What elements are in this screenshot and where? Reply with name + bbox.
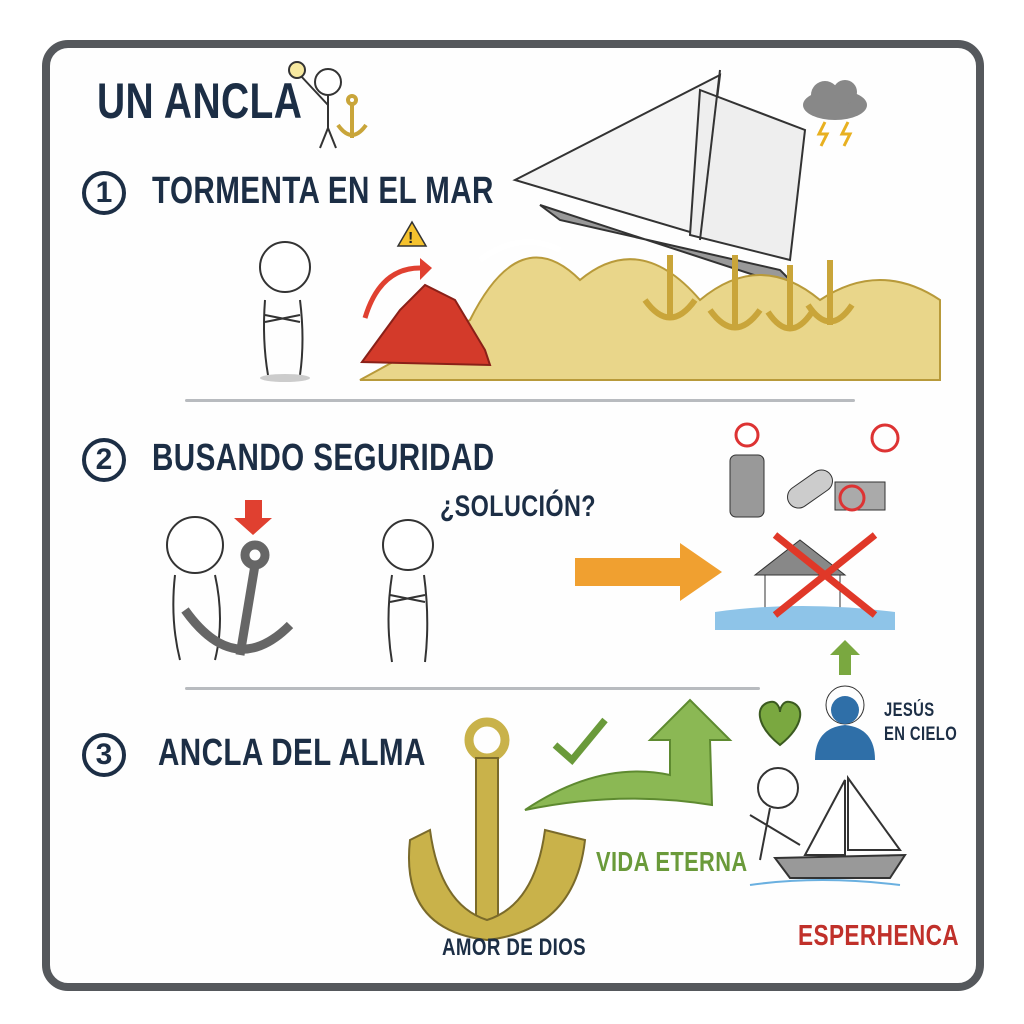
red-curved-arrow-icon bbox=[362, 265, 421, 319]
bottle-icon bbox=[729, 422, 765, 518]
page-title: UN ANCLA bbox=[97, 73, 303, 129]
worried-figure-icon bbox=[259, 241, 311, 382]
pill-icon bbox=[787, 469, 833, 509]
prohibited-icon bbox=[870, 423, 900, 453]
section-heading-2: BUSANDO SEGURIDAD bbox=[152, 437, 495, 479]
flooded-house-icon bbox=[715, 532, 895, 630]
green-curved-arrow-icon bbox=[524, 698, 733, 811]
happy-sailor-boat-icon bbox=[749, 767, 907, 886]
storm-cloud-icon bbox=[803, 80, 867, 147]
jesus-icon bbox=[815, 685, 875, 760]
section-divider bbox=[185, 399, 855, 402]
money-icon bbox=[834, 481, 886, 512]
warning-icon: ! bbox=[396, 220, 428, 247]
waves-icon bbox=[359, 239, 941, 381]
gray-anchor-icon bbox=[181, 540, 294, 656]
jesus-label-line2: EN CIELO bbox=[884, 724, 958, 745]
jesus-label-line1: JESÚS bbox=[884, 700, 935, 721]
green-up-arrow-icon bbox=[830, 640, 860, 675]
section-number-2: 2 bbox=[82, 438, 126, 482]
section-number-1: 1 bbox=[82, 171, 126, 215]
svg-text:!: ! bbox=[408, 230, 413, 247]
section-heading-1: TORMENTA EN EL MAR bbox=[152, 170, 494, 212]
rock-icon bbox=[360, 283, 492, 367]
sinking-ship-icon bbox=[512, 69, 807, 291]
amor-de-dios-label: AMOR DE DIOS bbox=[442, 934, 587, 961]
orange-arrow-icon bbox=[575, 543, 722, 601]
solution-question: ¿SOLUCIÓN? bbox=[440, 490, 596, 523]
section-number-3: 3 bbox=[82, 733, 126, 777]
figure-hugging-anchor-icon bbox=[166, 516, 224, 661]
red-down-arrow-icon bbox=[234, 500, 272, 535]
title-figure-icon bbox=[288, 61, 342, 149]
green-check-icon bbox=[552, 717, 608, 766]
gold-anchor-icon bbox=[408, 717, 587, 942]
esperhenca-label: ESPERHENCA bbox=[798, 920, 960, 952]
vida-eterna-label: VIDA ETERNA bbox=[596, 846, 748, 877]
section-divider bbox=[185, 687, 760, 690]
heart-icon bbox=[758, 700, 802, 747]
gold-anchors-icon bbox=[642, 255, 855, 332]
section-heading-3: ANCLA DEL ALMA bbox=[158, 732, 426, 774]
sad-figure-icon bbox=[382, 519, 434, 663]
small-anchor-icon bbox=[336, 94, 368, 138]
